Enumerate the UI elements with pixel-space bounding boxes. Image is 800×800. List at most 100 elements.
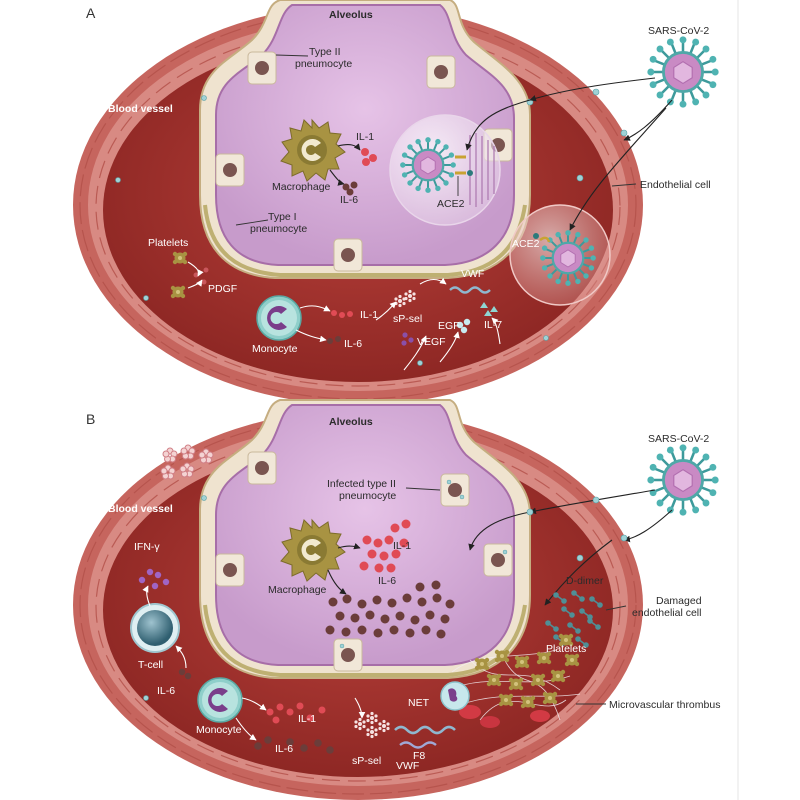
damaged-leader-b — [605, 605, 627, 611]
t-cell-nucleus-b — [137, 610, 173, 646]
il1-mono-molecules-a — [331, 310, 353, 318]
spsel-label-b: sP-sel — [352, 755, 381, 767]
monocyte-a — [256, 295, 302, 341]
panel-b: B — [73, 399, 720, 800]
platelets-label-a: Platelets — [148, 237, 188, 249]
crp-label-b: CRP — [172, 428, 194, 440]
sars-cov-2-virus-a — [645, 34, 721, 110]
infected-label-b-1: Infected type II — [327, 478, 396, 490]
type-i-leader-a — [235, 219, 269, 226]
pneumocyte-a-3 — [215, 153, 245, 187]
virus-arrow-a-4 — [569, 107, 667, 231]
il1-mono-molecules-b — [266, 702, 326, 724]
arrow-mono-il1-a — [299, 305, 331, 312]
virus-in-bubble-a — [398, 135, 458, 195]
blood-vessel-label-a: Blood vessel — [108, 103, 173, 115]
vegf-molecules-a — [401, 332, 414, 346]
egf-label-a: EGF — [438, 320, 460, 332]
virus-arrow-b-2 — [468, 511, 531, 551]
platelet-a-2 — [170, 285, 186, 299]
type-i-label-a-1: Type I — [268, 211, 297, 223]
arrow-mac-il6-a — [329, 169, 345, 186]
pneumocyte-b-4 — [483, 543, 513, 577]
damaged-label-b-2: endothelial cell — [632, 607, 701, 619]
type-ii-pneumocyte-a — [247, 51, 277, 85]
arrow-mono-il1-b — [241, 697, 267, 711]
il1-molecules-b — [359, 519, 411, 573]
arrow-spsel-b — [354, 697, 366, 719]
ace2-label-a: ACE2 — [437, 198, 465, 210]
il6-tcell-label-b: IL-6 — [157, 685, 175, 697]
endothelial-cell-label-a: Endothelial cell — [640, 179, 711, 191]
type-i-label-a-2: pneumocyte — [250, 223, 307, 235]
arrow-il6-tcell-b — [175, 645, 187, 669]
pneumocyte-b-3 — [215, 553, 245, 587]
arrow-tcell-ifn-b — [142, 585, 151, 607]
alveolus-label-a: Alveolus — [329, 9, 373, 21]
virus-arrow-b-3 — [623, 509, 673, 543]
crp-1 — [162, 447, 178, 463]
d-dimer-label-b: D-dimer — [566, 575, 604, 587]
panel-a-letter: A — [86, 5, 96, 21]
free-virions-b — [143, 495, 628, 701]
vwf-label-b: VWF — [396, 760, 419, 772]
monocyte-label-a: Monocyte — [252, 343, 298, 355]
il7-molecules-a — [480, 302, 498, 316]
arrow-mono-il6-a — [295, 329, 327, 343]
virus-arrow-b-4 — [544, 539, 613, 606]
il7-label-a: IL-7 — [484, 319, 502, 331]
arrow-platelet-pdgf-2 — [187, 279, 203, 289]
il6-mono-molecules-a — [327, 336, 341, 344]
panel-a: A — [73, 0, 721, 405]
pneumocyte-b-1 — [247, 451, 277, 485]
arrow-mono-il6-b — [235, 717, 257, 741]
pneumocyte-a-5 — [333, 238, 363, 272]
f8-strand-b — [399, 741, 437, 749]
arrow-spsel-a — [375, 301, 397, 321]
ace2-endothelial-label-a: ACE2 — [512, 238, 540, 250]
infected-pneumocyte-b — [440, 473, 470, 507]
blood-vessel-label-b: Blood vessel — [108, 503, 173, 515]
arrow-platelet-pdgf-1 — [187, 261, 204, 277]
type-ii-leader-a — [275, 54, 309, 57]
virus-arrow-a-1 — [529, 77, 656, 102]
type-ii-label-a-2: pneumocyte — [295, 58, 352, 70]
il6-tcell-molecules-b — [178, 668, 192, 680]
t-cell-label-b: T-cell — [138, 659, 163, 671]
pneumocyte-a-2 — [426, 55, 456, 89]
arrow-mac-il1-a — [337, 143, 361, 151]
panel-b-letter: B — [86, 411, 95, 427]
alveolus-label-b: Alveolus — [329, 416, 373, 428]
virus-arrow-a-3 — [623, 99, 673, 141]
vwf-strand-a — [449, 286, 491, 294]
damaged-label-b-1: Damaged — [656, 595, 702, 607]
il6-label-a: IL-6 — [340, 194, 358, 206]
thrombus-label-b: Microvascular thrombus — [609, 699, 720, 711]
il6-mono-label-a: IL-6 — [344, 338, 362, 350]
vwf-strand-b — [394, 725, 456, 735]
ifn-gamma-molecules-b — [138, 568, 170, 590]
macrophage-label-b: Macrophage — [268, 584, 327, 596]
il1-mono-label-a: IL-1 — [360, 309, 378, 321]
macrophage-label-a: Macrophage — [272, 181, 331, 193]
endothelial-leader-a — [611, 183, 637, 187]
il1-label-a: IL-1 — [356, 131, 374, 143]
il6-molecules-b — [325, 580, 455, 639]
pneumocyte-b-5 — [333, 638, 363, 672]
infected-leader-b — [405, 487, 441, 491]
platelets-label-b: Platelets — [546, 643, 586, 655]
arrow-mac-il6-b — [327, 569, 347, 595]
il1-label-b: IL-1 — [393, 540, 411, 552]
monocyte-label-b: Monocyte — [196, 724, 242, 736]
microvascular-thrombus-b — [447, 633, 581, 728]
arrow-endothelium-vegf-a — [403, 335, 427, 371]
ace2-binding-a — [455, 155, 466, 175]
virus-arrow-a-2 — [465, 99, 531, 151]
monocyte-b — [197, 677, 243, 723]
arrow-endothelium-il7-a — [491, 317, 501, 345]
infected-label-b-2: pneumocyte — [339, 490, 396, 502]
egf-molecules-a — [456, 318, 471, 334]
arrow-endothelium-egf-a — [439, 331, 460, 363]
spsel-label-a: sP-sel — [393, 313, 422, 325]
